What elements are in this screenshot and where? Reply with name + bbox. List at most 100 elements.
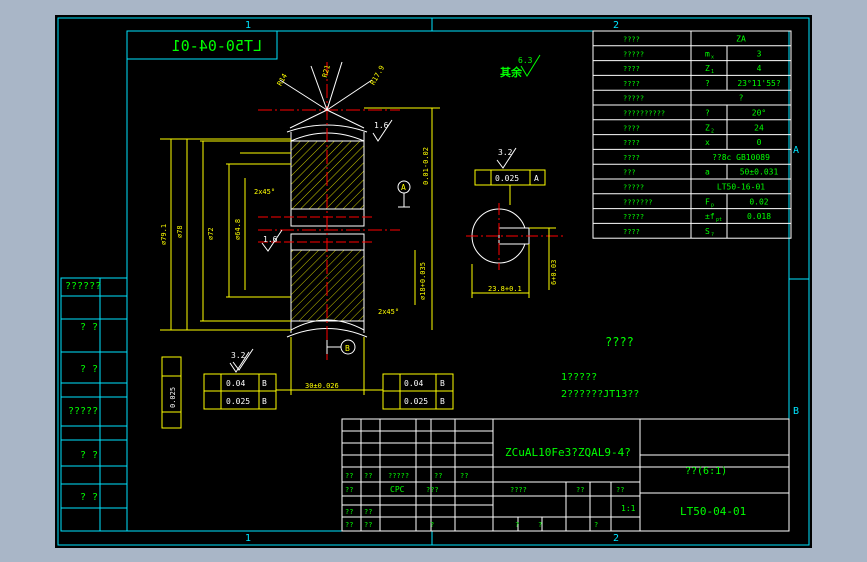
dim-key-depth: 6+0.03 — [550, 260, 558, 285]
fcf-key-value: 0.025 — [495, 174, 519, 183]
param-value: 24 — [754, 123, 764, 132]
title-block: ZCuAL10Fe3?ZQAL9-4? ??(6:1) LT50-04-01 ?… — [341, 418, 790, 532]
fcf-v-value: 0.025 — [169, 387, 177, 408]
tb-drawing-no: LT50-04-01 — [680, 505, 746, 518]
zone-right-b: B — [793, 406, 799, 417]
fcf1-value: 0.04 — [226, 379, 245, 388]
param-value: 0 — [757, 138, 762, 147]
dim-width: 30±0.026 — [305, 382, 339, 390]
tb-r4-c3: ? — [430, 521, 434, 529]
fcf1-ref: B — [262, 379, 267, 388]
param-label: ????? — [623, 95, 644, 103]
outer-frame — [57, 17, 810, 546]
param-value: 23°11'55? — [737, 79, 781, 88]
param-value: LT50-16-01 — [717, 183, 765, 192]
param-symbol: a — [705, 168, 710, 177]
side-label-3: ? ? — [80, 364, 98, 375]
drawing-sheet — [55, 15, 812, 548]
param-symbol: F — [705, 197, 710, 206]
tb-r1-c4: ?? — [434, 472, 442, 480]
notes-heading: ???? — [605, 335, 634, 349]
tb-r2-c4: ???? — [510, 486, 527, 494]
fcf-key-ref: A — [534, 174, 539, 183]
param-label: ??? — [623, 169, 636, 177]
tb-r2-c6: ?? — [616, 486, 624, 494]
tb-r1-c3: ????? — [388, 472, 409, 480]
param-symbol: m — [705, 49, 710, 58]
zone-top-2: 2 — [613, 20, 619, 31]
surface-note-value: 6.3 — [518, 56, 533, 65]
mirror-number-box — [126, 30, 278, 60]
keyway-view: 3.2 0.025 A 23.8+0.1 6+0.03 — [466, 147, 565, 298]
dim-parallel: 0.01-0.02 — [422, 147, 430, 185]
dim-r21: R21 — [321, 64, 332, 78]
side-strip: ?????? ? ? ? ? ????? ? ? ? ? — [60, 277, 128, 532]
param-label: ????? — [623, 184, 644, 192]
rough-ff: 3.2 — [498, 148, 513, 157]
param-value: ??8c GB10089 — [712, 153, 770, 162]
tb-r2-c1: ?? — [345, 486, 353, 494]
dim-key-width: 23.8+0.1 — [488, 285, 522, 293]
param-symbol: ? — [705, 109, 710, 118]
param-symbol: x — [705, 138, 710, 147]
zone-bottom-2: 2 — [613, 533, 619, 544]
mirror-drawing-number: LT50-04-01 — [172, 37, 262, 55]
param-symbol: ±f — [705, 212, 715, 221]
tb-r3-scale: 1:1 — [621, 504, 636, 513]
param-value: 0.02 — [749, 197, 768, 206]
datum-a-label: A — [401, 183, 406, 192]
param-label: ???? — [623, 80, 640, 88]
tb-r3-c2: ?? — [364, 508, 372, 516]
param-label: ???? — [623, 36, 640, 44]
notes-line-2: 2??????JT13?? — [561, 389, 639, 400]
fcf4-value: 0.025 — [404, 397, 428, 406]
param-symbol: ? — [705, 79, 710, 88]
dim-d-root: ⌀64.8 — [234, 219, 242, 240]
dim-d-ref: ⌀72 — [207, 227, 215, 240]
dim-d-outer: ⌀79.1 — [160, 224, 168, 245]
fcf-right: 0.04 B 0.025 B — [382, 373, 454, 410]
zone-right-a: A — [793, 145, 799, 156]
zone-bottom-1: 1 — [245, 533, 251, 544]
fcf3-value: 0.04 — [404, 379, 423, 388]
side-label-4: ????? — [68, 406, 98, 417]
rough-hub: 3.2 — [231, 351, 246, 360]
param-symbol: Z — [705, 123, 710, 132]
param-symbol-sub: 1 — [711, 69, 714, 75]
side-label-1: ?????? — [65, 281, 101, 292]
datum-b-label: B — [345, 344, 350, 353]
param-symbol-sub: p — [711, 202, 714, 208]
gear-section-view: R14 R21 R17.9 ⌀79.1 ⌀78 ⌀72 ⌀64.8 2x45° … — [160, 61, 440, 395]
zone-top-1: 1 — [245, 20, 251, 31]
param-symbol-sub: x — [711, 54, 714, 60]
dim-chamfer-bot: 2x45° — [378, 308, 399, 316]
param-symbol-sub: ? — [711, 232, 714, 238]
param-value: ? — [739, 94, 744, 103]
side-label-6: ? ? — [80, 492, 98, 503]
notes-line-1: 1????? — [561, 372, 597, 383]
rough-mid: 1.6 — [263, 235, 278, 244]
param-value: ZA — [736, 35, 746, 44]
surface-note-symbol: 6.3 — [518, 54, 541, 77]
tb-r1-c5: ?? — [460, 472, 468, 480]
param-label: ?????????? — [623, 110, 665, 118]
dim-chamfer-top: 2x45° — [254, 188, 275, 196]
fcf-left: 0.04 B 0.025 B — [203, 351, 277, 410]
param-label: ??????? — [623, 198, 653, 206]
tb-r1-c1: ?? — [345, 472, 353, 480]
tb-r2-c5: ?? — [576, 486, 584, 494]
tb-r2-c2: CPC — [390, 485, 405, 494]
param-label: ???? — [623, 228, 640, 236]
tb-r4-c5: ? — [538, 521, 542, 529]
tb-r4-c2: ?? — [364, 521, 372, 529]
fcf2-ref: B — [262, 397, 267, 406]
tb-r4-c6: ? — [594, 521, 598, 529]
fcf4-ref: B — [440, 397, 445, 406]
param-symbol: S — [705, 227, 710, 236]
param-label: ???? — [623, 139, 640, 147]
param-value: 3 — [757, 49, 762, 58]
param-symbol: Z — [705, 64, 710, 73]
param-symbol-sub: pt — [716, 217, 722, 223]
